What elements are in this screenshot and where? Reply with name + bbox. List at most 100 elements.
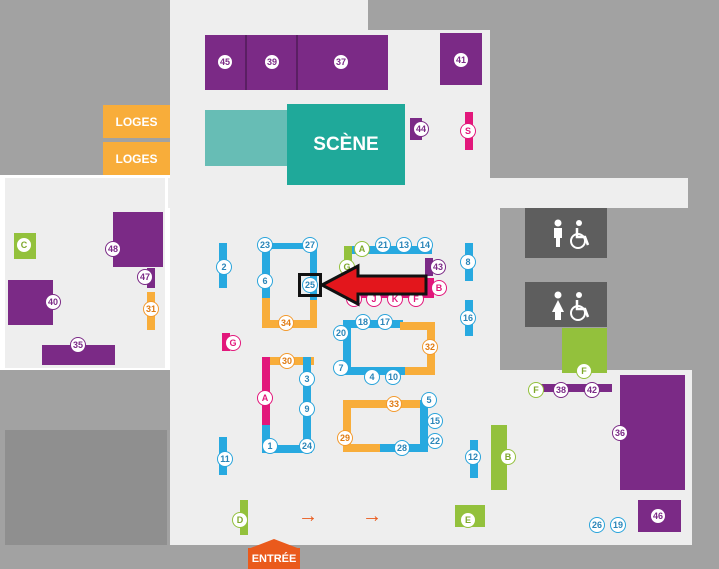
vertical-corridor (170, 0, 200, 545)
stand-34[interactable]: 34 (278, 315, 294, 331)
booth-33 (343, 400, 428, 408)
stand-33[interactable]: 33 (386, 396, 402, 412)
stand-45[interactable]: 45 (217, 54, 233, 70)
stand-37[interactable]: 37 (333, 54, 349, 70)
booth-35 (42, 345, 115, 365)
stand-47[interactable]: 47 (137, 269, 153, 285)
entrance-roof-icon (248, 539, 300, 549)
loges-room-2: LOGES (103, 142, 170, 175)
stand-20[interactable]: 20 (333, 325, 349, 341)
stand-39[interactable]: 39 (264, 54, 280, 70)
stand-22[interactable]: 22 (427, 433, 443, 449)
stand-41[interactable]: 41 (453, 52, 469, 68)
loges-room-1: LOGES (103, 105, 170, 138)
lounge-gray-panel (5, 430, 167, 545)
stand-a-green[interactable]: A (354, 241, 370, 257)
stand-a-pink[interactable]: A (257, 390, 273, 406)
toilet-wheelchair-icon (552, 291, 590, 321)
booth-6 (262, 243, 270, 298)
stand-46[interactable]: 46 (650, 508, 666, 524)
stand-b-green[interactable]: B (500, 449, 516, 465)
stand-12[interactable]: 12 (465, 449, 481, 465)
booth-20-17 (343, 320, 403, 328)
wall-right-block (490, 30, 719, 180)
booth-5-22 (420, 400, 428, 452)
stage-backdrop (205, 110, 287, 166)
stand-25[interactable]: 25 (302, 277, 318, 293)
stand-g-left[interactable]: G (225, 335, 241, 351)
booth-b-pink (426, 278, 434, 298)
stand-31[interactable]: 31 (143, 301, 159, 317)
booth-29-bottom (343, 444, 383, 452)
stand-18[interactable]: 18 (355, 314, 371, 330)
booth-32-bottom (405, 367, 435, 375)
stand-48[interactable]: 48 (105, 241, 121, 257)
stand-40[interactable]: 40 (45, 294, 61, 310)
stand-8[interactable]: 8 (460, 254, 476, 270)
stand-9[interactable]: 9 (299, 401, 315, 417)
stand-26[interactable]: 26 (589, 517, 605, 533)
stand-24[interactable]: 24 (299, 438, 315, 454)
stand-6[interactable]: 6 (257, 273, 273, 289)
stand-44[interactable]: 44 (413, 121, 429, 137)
booth-43 (425, 258, 433, 276)
stand-15[interactable]: 15 (427, 413, 443, 429)
booth-b-green (491, 425, 507, 490)
stand-16[interactable]: 16 (460, 310, 476, 326)
wall-right-bottom (692, 370, 719, 569)
booth-32 (400, 322, 435, 330)
stand-11[interactable]: 11 (217, 451, 233, 467)
stand-1[interactable]: 1 (262, 438, 278, 454)
stand-42[interactable]: 42 (584, 382, 600, 398)
stand-7[interactable]: 7 (333, 360, 349, 376)
wall-bottom (0, 545, 719, 569)
direction-arrow-icon: → (298, 505, 318, 527)
booth-38-42 (540, 384, 612, 392)
booth-34 (262, 298, 270, 326)
wall-top-right (368, 0, 719, 30)
stand-f-small[interactable]: F (528, 382, 544, 398)
stand-43[interactable]: 43 (430, 259, 446, 275)
stand-19[interactable]: 19 (610, 517, 626, 533)
stand-d[interactable]: D (232, 512, 248, 528)
stand-23[interactable]: 23 (257, 237, 273, 253)
stand-30[interactable]: 30 (279, 353, 295, 369)
corridor-floor (168, 178, 688, 208)
stand-29[interactable]: 29 (337, 430, 353, 446)
stand-e[interactable]: E (460, 512, 476, 528)
toilets-bottom (525, 282, 607, 327)
booth-34-right (310, 300, 317, 328)
stand-35[interactable]: 35 (70, 337, 86, 353)
booth-divider (245, 35, 247, 90)
booth-36 (620, 375, 685, 490)
entrance-label[interactable]: ENTRÉE (248, 548, 300, 569)
toilets-top (525, 208, 607, 258)
toilet-wheelchair-icon (554, 219, 590, 249)
stand-c[interactable]: C (16, 237, 32, 253)
booth-divider (296, 35, 298, 90)
booth-23-27-top (262, 243, 317, 249)
stand-32[interactable]: 32 (422, 339, 438, 355)
stand-27[interactable]: 27 (302, 237, 318, 253)
stand-2[interactable]: 2 (216, 259, 232, 275)
stand-5[interactable]: 5 (421, 392, 437, 408)
direction-arrow-icon: → (362, 505, 382, 527)
stand-13[interactable]: 13 (396, 237, 412, 253)
stand-s[interactable]: S (460, 123, 476, 139)
stand-b-pink[interactable]: B (431, 280, 447, 296)
stand-3[interactable]: 3 (299, 371, 315, 387)
stand-38[interactable]: 38 (553, 382, 569, 398)
stand-10[interactable]: 10 (385, 369, 401, 385)
red-pointer-arrow-icon (318, 263, 428, 307)
stand-21[interactable]: 21 (375, 237, 391, 253)
stand-4[interactable]: 4 (364, 369, 380, 385)
stand-14[interactable]: 14 (417, 237, 433, 253)
stand-36[interactable]: 36 (612, 425, 628, 441)
stand-17[interactable]: 17 (377, 314, 393, 330)
stand-28[interactable]: 28 (394, 440, 410, 456)
stage: SCÈNE (287, 104, 405, 185)
stand-f-zone[interactable]: F (576, 363, 592, 379)
booth-21-14 (352, 246, 432, 254)
booth-29 (343, 400, 351, 450)
